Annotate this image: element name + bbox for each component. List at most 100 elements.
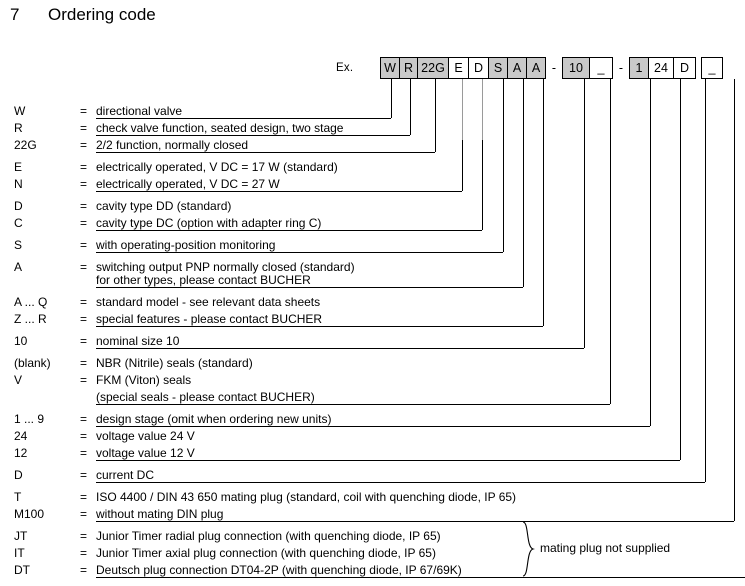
- legend-description: NBR (Nitrile) seals (standard): [96, 356, 253, 370]
- legend-code: 1 ... 9: [14, 412, 45, 426]
- legend-equals: =: [80, 546, 88, 560]
- leader-hline: [96, 252, 503, 253]
- leader-vline: [609, 79, 611, 404]
- leader-vline: [704, 79, 706, 482]
- code-box-D: D: [673, 57, 696, 79]
- legend-equals: =: [80, 312, 88, 326]
- leader-hline: [96, 287, 523, 288]
- code-separator: -: [551, 60, 557, 75]
- leader-vline: [434, 79, 436, 152]
- grouping-brace: [522, 521, 535, 577]
- legend-description: for other types, please contact BUCHER: [96, 273, 311, 287]
- legend-description: standard model - see relevant data sheet…: [96, 295, 321, 309]
- legend-code: IT: [14, 546, 25, 560]
- legend-equals: =: [80, 412, 88, 426]
- legend-equals: =: [80, 529, 88, 543]
- legend-description: with operating-position monitoring: [96, 238, 276, 252]
- legend-description: directional valve: [96, 104, 183, 118]
- legend-equals: =: [80, 238, 88, 252]
- legend-code: JT: [14, 529, 28, 543]
- legend-description: FKM (Viton) seals: [96, 373, 192, 387]
- legend-description: Junior Timer radial plug connection (wit…: [96, 529, 441, 543]
- legend-description: without mating DIN plug: [96, 507, 224, 521]
- legend-description: switching output PNP normally closed (st…: [96, 260, 355, 274]
- code-box-E: E: [448, 57, 469, 79]
- legend-equals: =: [80, 260, 88, 274]
- code-box-_: _: [589, 57, 613, 79]
- code-box-A: A: [526, 57, 546, 79]
- legend-equals: =: [80, 121, 88, 135]
- legend-code: R: [14, 121, 23, 135]
- legend-description: voltage value 24 V: [96, 429, 195, 443]
- legend-equals: =: [80, 373, 88, 387]
- legend-code: W: [14, 104, 26, 118]
- leader-hline: [96, 230, 482, 231]
- legend-code: D: [14, 468, 23, 482]
- legend-description: Deutsch plug connection DT04-2P (with qu…: [96, 563, 462, 577]
- legend-description: ISO 4400 / DIN 43 650 mating plug (stand…: [96, 490, 517, 504]
- legend-code: D: [14, 199, 23, 213]
- code-box-W: W: [380, 57, 400, 79]
- leader-vline: [409, 79, 411, 135]
- leader-hline: [96, 460, 680, 461]
- leader-hline: [96, 118, 391, 119]
- leader-hline: [96, 521, 734, 522]
- page-title: Ordering code: [48, 5, 156, 24]
- leader-hline: [96, 577, 745, 578]
- legend-description: Junior Timer axial plug connection (with…: [96, 546, 436, 560]
- legend-code: V: [14, 373, 23, 387]
- leader-vline: [583, 79, 585, 348]
- example-label: Ex.: [336, 62, 354, 74]
- leader-hline: [96, 404, 610, 405]
- legend-code: 24: [14, 429, 28, 443]
- legend-equals: =: [80, 563, 88, 577]
- legend-code: 10: [14, 334, 28, 348]
- leader-vline: [482, 79, 483, 230]
- legend-code: A ... Q: [14, 295, 48, 309]
- legend-code: 22G: [14, 138, 37, 152]
- legend-equals: =: [80, 429, 88, 443]
- legend-equals: =: [80, 138, 88, 152]
- legend-code: E: [14, 160, 23, 174]
- leader-hline: [96, 135, 410, 136]
- legend-code: N: [14, 177, 23, 191]
- code-box-1: 1: [629, 57, 649, 79]
- legend-equals: =: [80, 216, 88, 230]
- leader-vline: [390, 79, 392, 118]
- legend-equals: =: [80, 199, 88, 213]
- legend-description: cavity type DD (standard): [96, 199, 232, 213]
- leader-hline: [96, 191, 462, 192]
- code-box-_: _: [701, 57, 723, 79]
- legend-description: (special seals - please contact BUCHER): [96, 390, 315, 404]
- leader-vline: [679, 79, 681, 460]
- legend-equals: =: [80, 468, 88, 482]
- legend-code: T: [14, 490, 22, 504]
- legend-description: design stage (omit when ordering new uni…: [96, 412, 332, 426]
- legend-description: 2/2 function, normally closed: [96, 138, 249, 152]
- leader-vline: [522, 79, 524, 287]
- brace-note-label: mating plug not supplied: [540, 541, 671, 555]
- legend-equals: =: [80, 446, 88, 460]
- leader-hline: [96, 348, 584, 349]
- legend-code: 12: [14, 446, 28, 460]
- section-number: 7: [10, 5, 20, 24]
- legend-description: current DC: [96, 468, 155, 482]
- leader-vline: [461, 79, 463, 140]
- legend-description: cavity type DC (option with adapter ring…: [96, 216, 322, 230]
- legend-description: voltage value 12 V: [96, 446, 195, 460]
- leader-vline: [502, 79, 504, 252]
- leader-vline: [482, 79, 483, 140]
- legend-description: check valve function, seated design, two…: [96, 121, 344, 135]
- legend-code: Z ... R: [14, 312, 47, 326]
- legend-equals: =: [80, 334, 88, 348]
- leader-vline: [649, 79, 651, 426]
- legend-code: A: [14, 260, 23, 274]
- legend-description: electrically operated, V DC = 27 W: [96, 177, 280, 191]
- legend-code: (blank): [14, 356, 51, 370]
- leader-hline: [96, 426, 650, 427]
- leader-hline: [96, 482, 705, 483]
- legend-equals: =: [80, 507, 88, 521]
- legend-equals: =: [80, 295, 88, 309]
